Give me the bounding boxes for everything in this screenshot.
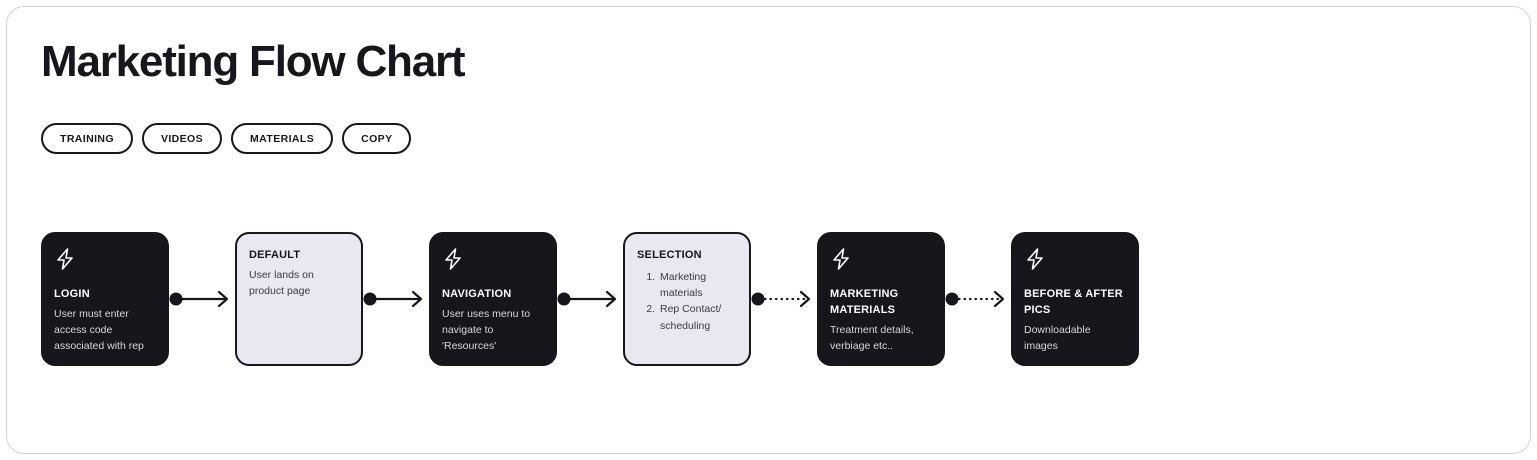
flow-node-title: NAVIGATION [442, 288, 512, 300]
flow-node-title: DEFAULT [249, 249, 301, 261]
connector-dotted-2 [945, 232, 1011, 366]
connector-solid-1 [169, 232, 235, 366]
flow-node-title: LOGIN [54, 288, 90, 300]
list-item: Rep Contact/ scheduling [658, 301, 737, 334]
tag-materials[interactable]: MATERIALS [231, 123, 334, 154]
flow-node-body: User uses menu to navigate to 'Resources… [442, 307, 531, 353]
tag-copy[interactable]: COPY [342, 123, 412, 154]
flow-node-body: User must enter access code associated w… [54, 307, 144, 353]
flow-node-default[interactable]: DEFAULT User lands on product page [235, 232, 363, 366]
flow-node-navigation[interactable]: NAVIGATION User uses menu to navigate to… [429, 232, 557, 366]
flow-node-list: Marketing materials Rep Contact/ schedul… [637, 269, 737, 334]
flow-node-selection[interactable]: SELECTION Marketing materials Rep Contac… [623, 232, 751, 366]
flow-diagram: LOGIN User must enter access code associ… [41, 226, 1139, 366]
tag-training[interactable]: TRAINING [41, 123, 133, 154]
flow-node-title: BEFORE & AFTER PICS [1024, 288, 1123, 316]
lightning-bolt-icon [830, 247, 852, 271]
tag-label: VIDEOS [160, 132, 204, 145]
lightning-bolt-icon [442, 247, 464, 271]
flow-node-title: SELECTION [637, 249, 702, 261]
tag-label: COPY [361, 132, 393, 145]
flow-node-marketing-materials[interactable]: MARKETING MATERIALS Treatment details, v… [817, 232, 945, 366]
tag-label: MATERIALS [250, 132, 315, 145]
page-title: Marketing Flow Chart [41, 37, 466, 86]
list-item: Marketing materials [658, 269, 737, 302]
flow-node-title: MARKETING MATERIALS [830, 288, 899, 316]
lightning-bolt-icon [54, 247, 76, 271]
connector-solid-2 [363, 232, 429, 366]
lightning-bolt-icon [1024, 247, 1046, 271]
flow-node-body: Treatment details, verbiage etc.. [830, 323, 914, 353]
flow-node-login[interactable]: LOGIN User must enter access code associ… [41, 232, 169, 366]
flow-node-body: Downloadable images [1024, 323, 1091, 353]
tag-row: TRAINING VIDEOS MATERIALS COPY [41, 123, 412, 154]
tag-videos[interactable]: VIDEOS [141, 123, 223, 154]
tag-label: TRAINING [60, 132, 114, 145]
connector-solid-3 [557, 232, 623, 366]
flow-node-before-after-pics[interactable]: BEFORE & AFTER PICS Downloadable images [1011, 232, 1139, 366]
flow-node-body: User lands on product page [249, 268, 314, 298]
connector-dotted-1 [751, 232, 817, 366]
page-frame: Marketing Flow Chart TRAINING VIDEOS MAT… [6, 6, 1531, 454]
